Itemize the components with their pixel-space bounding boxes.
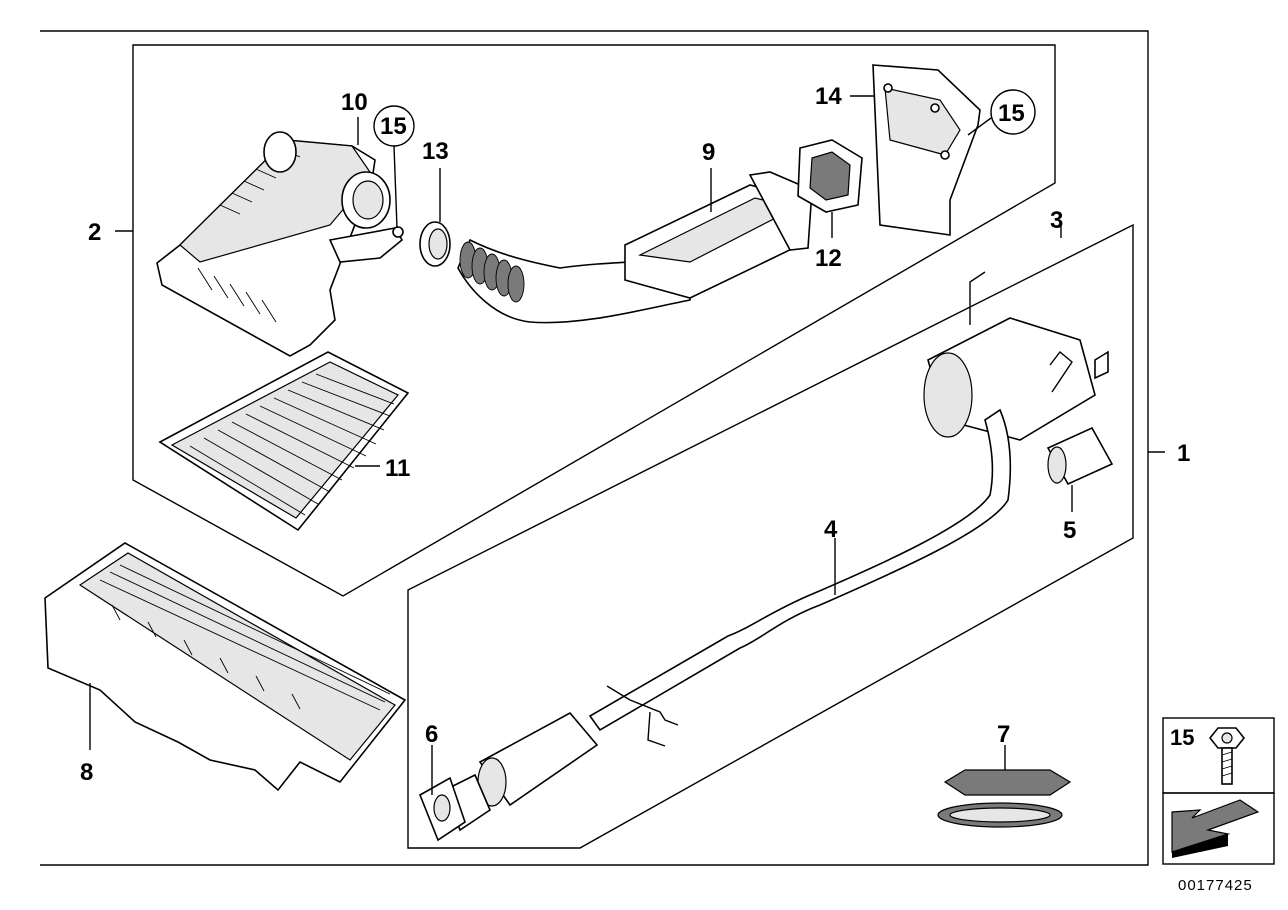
callout-1: 1	[1177, 440, 1190, 467]
engine-cover	[44, 542, 407, 792]
document-number: 00177425	[1178, 877, 1253, 894]
callout-12: 12	[815, 245, 842, 272]
callout-9: 9	[702, 139, 715, 166]
callout-4: 4	[824, 516, 838, 543]
intake-duct	[457, 168, 813, 324]
air-filter-housing	[156, 131, 404, 357]
callout-10: 10	[341, 89, 368, 116]
duct-grommet	[797, 139, 863, 238]
callout-circle-15a	[373, 105, 415, 229]
exhaust-group-frame	[407, 223, 1134, 849]
bolt-icon	[1208, 727, 1246, 785]
filter-element	[158, 351, 410, 532]
callout-6: 6	[425, 721, 438, 748]
outer-frame	[40, 30, 1165, 866]
arrow-icon	[1171, 799, 1260, 858]
pipe-sleeve	[1046, 426, 1114, 512]
air-guide	[850, 64, 981, 236]
callout-7: 7	[997, 721, 1010, 748]
legend-callout-15: 15	[1170, 725, 1194, 750]
badges	[937, 745, 1072, 828]
intake-group-frame	[115, 44, 1056, 597]
callout-3: 3	[1050, 207, 1063, 234]
legend-box-arrow	[1162, 792, 1275, 865]
legend-box-15: 15	[1162, 717, 1275, 794]
hose-clamp	[419, 168, 451, 267]
callout-2: 2	[88, 219, 101, 246]
flange-gasket	[418, 745, 466, 842]
callout-11: 11	[385, 455, 410, 482]
callout-5: 5	[1063, 517, 1076, 544]
callout-14: 14	[815, 83, 842, 110]
callout-15b: 15	[998, 100, 1025, 127]
callout-circle-15b	[967, 89, 1036, 136]
callout-8: 8	[80, 759, 93, 786]
callout-15a: 15	[380, 113, 407, 140]
callout-13: 13	[422, 138, 449, 165]
